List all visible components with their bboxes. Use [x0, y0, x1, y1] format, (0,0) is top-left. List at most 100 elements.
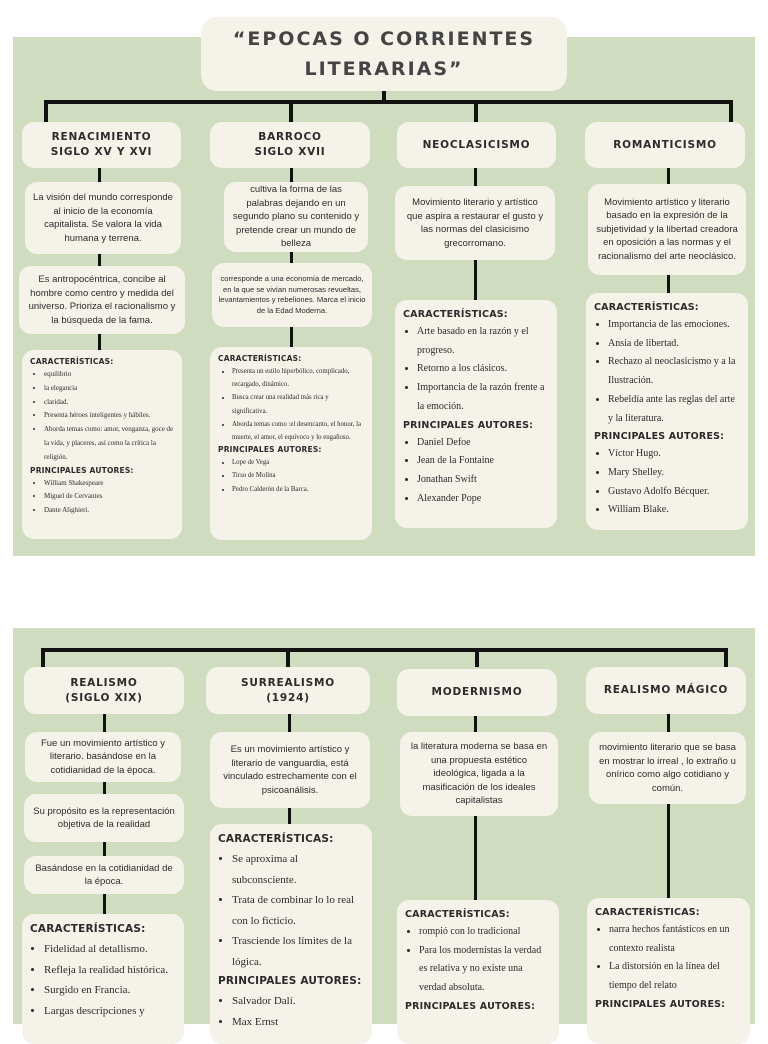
- list-item: Largas descripciones y: [44, 1001, 176, 1022]
- heading-line: MODERNISMO: [431, 686, 523, 698]
- list-item: Importancia de las emociones.: [608, 316, 740, 335]
- connector: [474, 260, 477, 300]
- connector: [103, 842, 106, 856]
- connector: [667, 804, 670, 898]
- connector: [474, 716, 477, 732]
- heading-line: BARROCO: [258, 131, 322, 143]
- author-item: Mary Shelley.: [608, 464, 740, 483]
- author-item: William Shakespeare: [44, 477, 174, 491]
- connector: [474, 816, 477, 900]
- author-item: Jonathan Swift: [417, 471, 549, 490]
- connector: [290, 327, 293, 347]
- neoclasicismo-characteristics: CARACTERÍSTICAS: Arte basado en la razón…: [395, 300, 557, 528]
- realismo-description-3: Basándose en la cotidianidad de la época…: [24, 856, 184, 894]
- connector: [667, 275, 670, 293]
- list-item: Refleja la realidad histórica.: [44, 960, 176, 981]
- author-item: Gustavo Adolfo Bécquer.: [608, 483, 740, 502]
- heading-line: REALISMO MÁGICO: [603, 684, 729, 696]
- connector: [286, 648, 290, 667]
- heading-line: ROMANTICISMO: [613, 138, 717, 151]
- list-item: Surgido en Francia.: [44, 980, 176, 1001]
- characteristics-label: CARACTERÍSTICAS:: [30, 357, 114, 366]
- connector: [474, 100, 478, 122]
- author-item: Alexander Pope: [417, 490, 549, 509]
- connector: [475, 648, 479, 667]
- surrealismo-characteristics: CARACTERÍSTICAS: Se aproxima al subconsc…: [210, 824, 372, 1044]
- connector: [41, 648, 728, 652]
- connector: [289, 100, 293, 122]
- characteristics-label: CARACTERÍSTICAS:: [218, 354, 302, 363]
- characteristics-label: CARACTERÍSTICAS:: [403, 309, 508, 320]
- connector: [290, 252, 293, 264]
- author-item: Miguel de Cervantes: [44, 490, 174, 504]
- list-item: Trata de combinar lo lo real con lo fict…: [232, 890, 364, 931]
- authors-label: PRINCIPALES AUTORES:: [218, 975, 362, 987]
- authors-label: PRINCIPALES AUTORES:: [218, 445, 322, 455]
- heading-line: SIGLO XV Y XVI: [50, 146, 153, 158]
- list-item: rompió con lo tradicional: [419, 923, 551, 942]
- list-item: La distorsión en la línea del tiempo del…: [609, 958, 742, 995]
- characteristics-label: CARACTERÍSTICAS:: [218, 833, 334, 845]
- connector: [44, 100, 48, 122]
- connector: [474, 168, 477, 186]
- realismo-magico-characteristics: CARACTERÍSTICAS: narra hechos fantástico…: [587, 898, 750, 1044]
- connector: [288, 714, 291, 732]
- list-item: equilibrio: [44, 368, 174, 382]
- authors-label: PRINCIPALES AUTORES:: [594, 431, 725, 443]
- list-item: Importancia de la razón frente a la emoc…: [417, 379, 549, 416]
- barroco-characteristics: CARACTERÍSTICAS: Presenta un estilo hipe…: [210, 347, 372, 540]
- list-item: Rechazo al neoclasicismo y a la Ilustrac…: [608, 353, 740, 390]
- list-item: Aborda temas como :el desencanto, el hon…: [232, 418, 364, 444]
- list-item: claridad.: [44, 396, 174, 410]
- characteristics-label: CARACTERÍSTICAS:: [594, 302, 699, 313]
- modernismo-heading: MODERNISMO: [397, 669, 557, 716]
- neoclasicismo-description: Movimiento literario y artístico que asp…: [395, 186, 555, 260]
- surrealismo-heading: SURREALISMO (1924): [206, 667, 370, 714]
- author-item: Lope de Vega: [232, 456, 364, 469]
- list-item: Presenta héroes inteligentes y hábiles.: [44, 409, 174, 423]
- heading-line: (SIGLO XIX): [65, 691, 143, 704]
- barroco-heading: BARROCO SIGLO XVII: [210, 122, 370, 168]
- romanticismo-description: Movimiento artístico y literario basado …: [588, 184, 746, 275]
- connector: [103, 782, 106, 794]
- romanticismo-characteristics: CARACTERÍSTICAS: Importancia de las emoc…: [586, 293, 748, 530]
- connector: [44, 100, 733, 104]
- list-item: narra hechos fantásticos en un contexto …: [609, 921, 742, 958]
- connector: [288, 808, 291, 824]
- romanticismo-heading: ROMANTICISMO: [585, 122, 745, 168]
- realismo-description-2: Su propósito es la representación objeti…: [24, 794, 184, 842]
- list-item: Ansia de libertad.: [608, 335, 740, 354]
- connector: [729, 100, 733, 122]
- characteristics-label: CARACTERÍSTICAS:: [595, 907, 700, 918]
- modernismo-description: la literatura moderna se basa en una pro…: [400, 732, 558, 816]
- connector: [290, 168, 293, 182]
- characteristics-label: CARACTERÍSTICAS:: [30, 923, 146, 935]
- connector: [103, 714, 106, 732]
- renacimiento-heading: RENACIMIENTO SIGLO XV Y XVI: [22, 122, 181, 168]
- renacimiento-description-2: Es antropocéntrica, concibe al hombre co…: [19, 266, 185, 334]
- author-item: Pedro Calderón de la Barca.: [232, 483, 364, 496]
- heading-line: NEOCLASICISMO: [422, 138, 531, 151]
- author-item: Max Ernst: [232, 1012, 364, 1033]
- neoclasicismo-heading: NEOCLASICISMO: [397, 122, 556, 168]
- list-item: Rebeldía ante las reglas del arte y la l…: [608, 391, 740, 428]
- author-item: Daniel Defoe: [417, 434, 549, 453]
- list-item: la elegancia: [44, 382, 174, 396]
- characteristics-label: CARACTERÍSTICAS:: [405, 909, 510, 920]
- authors-label: PRINCIPALES AUTORES:: [30, 465, 134, 475]
- author-item: Tirso de Molina: [232, 469, 364, 482]
- connector: [103, 894, 106, 914]
- barroco-description-2: corresponde a una economía de mercado, e…: [212, 263, 372, 327]
- list-item: Aborda temas como: amor, venganza, goce …: [44, 423, 174, 464]
- modernismo-characteristics: CARACTERÍSTICAS: rompió con lo tradicion…: [397, 900, 559, 1044]
- heading-line: REALISMO: [70, 676, 138, 689]
- heading-line: RENACIMIENTO: [51, 131, 152, 143]
- authors-label: PRINCIPALES AUTORES:: [405, 1000, 536, 1012]
- connector: [724, 648, 728, 667]
- barroco-description: cultiva la forma de las palabras dejando…: [224, 182, 368, 252]
- realismo-magico-description: movimiento literario que se basa en most…: [589, 732, 746, 804]
- connector: [382, 90, 386, 102]
- list-item: Se aproxima al subconsciente.: [232, 849, 364, 890]
- realismo-characteristics: CARACTERÍSTICAS: Fidelidad al detallismo…: [22, 914, 184, 1044]
- connector: [98, 334, 101, 350]
